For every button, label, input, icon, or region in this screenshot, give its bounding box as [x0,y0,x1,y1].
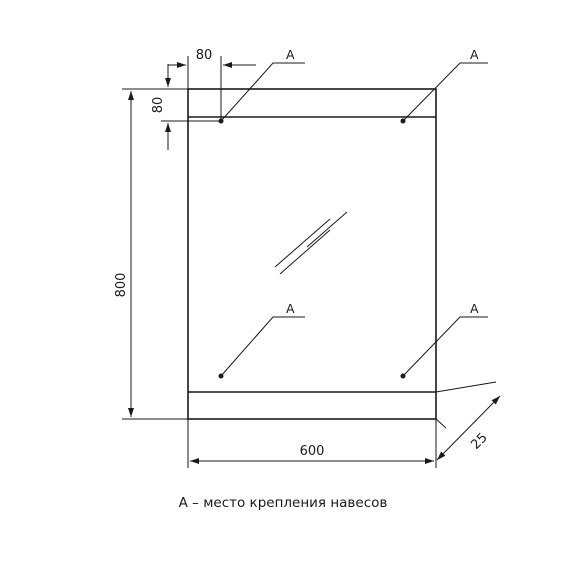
marker-label-top-right: A [470,47,479,62]
width-dimension [187,419,437,468]
mirror-outline [187,88,437,420]
mounting-points [218,118,406,379]
depth-dimension [435,381,501,461]
height-dimension [122,88,188,420]
offset-y-value: 80 [151,97,166,114]
marker-label-bottom-right: A [470,301,479,316]
offset-y-dimension [161,64,221,150]
offset-x-value: 80 [196,48,213,63]
legend-caption: А – место крепления навесов [178,495,388,511]
height-value: 800 [114,273,129,298]
leader-lines [220,62,488,377]
marker-label-top-left: A [286,47,295,62]
glass-reflection-marks [274,211,348,275]
depth-value: 25 [468,430,490,452]
width-value: 600 [300,444,325,459]
offset-x-dimension [168,56,256,121]
marker-label-bottom-left: A [286,301,295,316]
